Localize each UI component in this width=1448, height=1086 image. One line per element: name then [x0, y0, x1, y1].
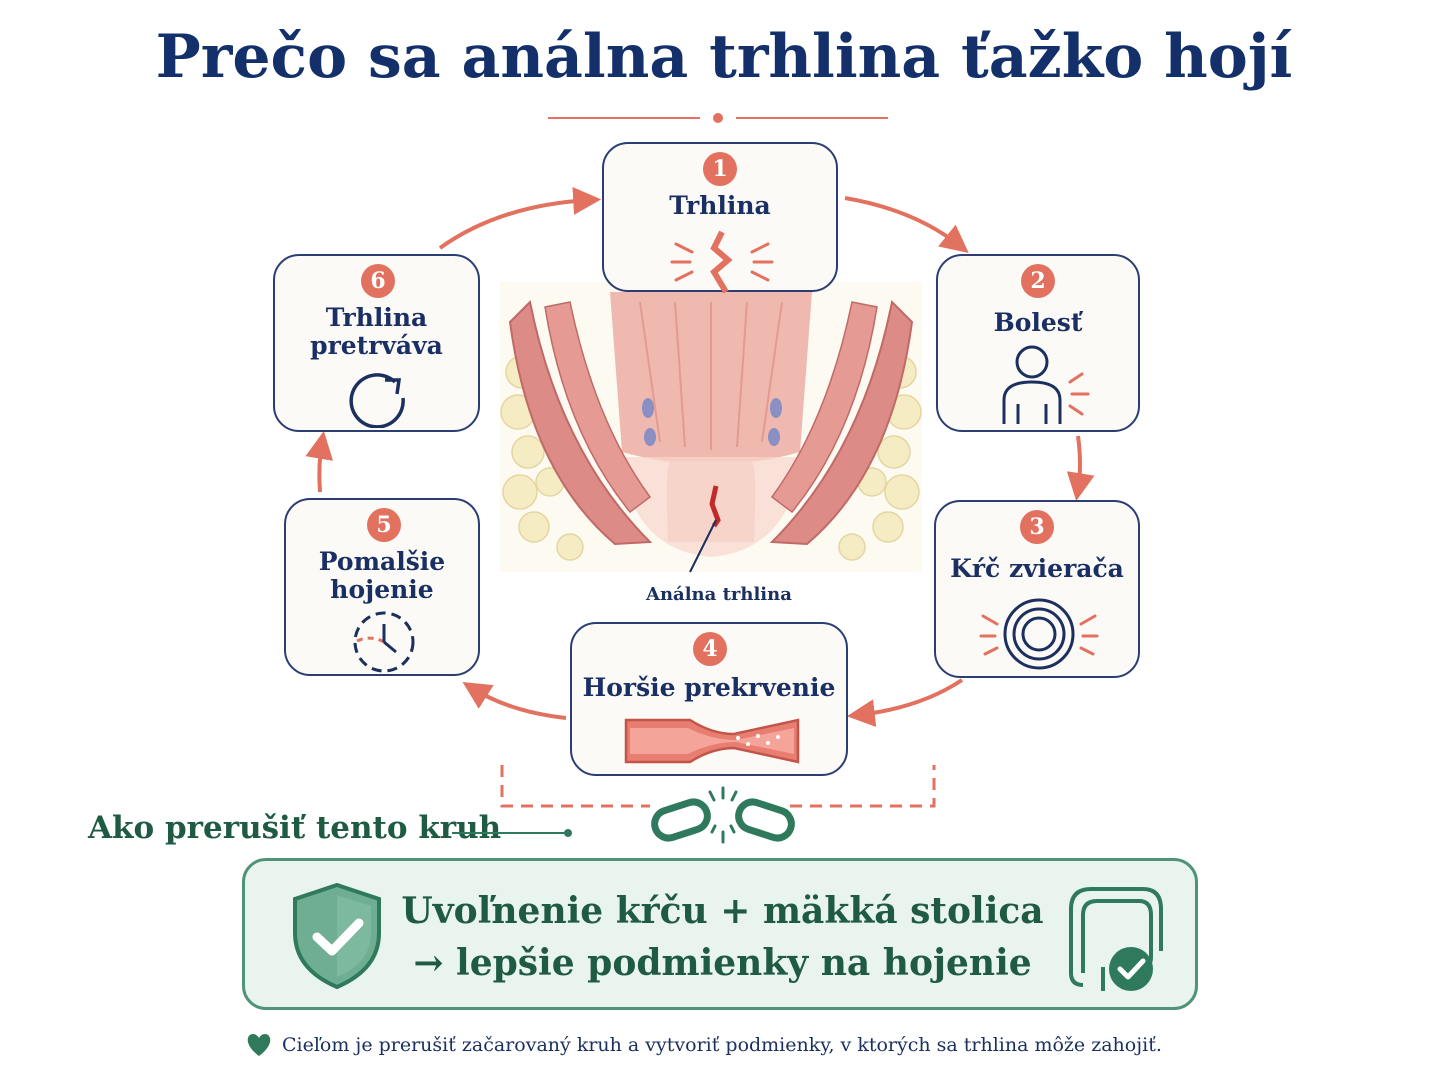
- step-number-3: 3: [1020, 510, 1054, 544]
- shield-check-icon: [293, 882, 381, 990]
- arrow-2-to-3: [1066, 435, 1095, 502]
- sphincter-rings-icon: [979, 598, 1099, 670]
- break-cycle-label: Ako prerušiť tento kruh: [88, 810, 502, 846]
- arrow-3-to-4: [846, 678, 964, 728]
- step-card-3: 3 Kŕč zvierača: [934, 500, 1140, 678]
- step-label-1: Trhlina: [669, 191, 771, 220]
- step-label-5: Pomalšie hojenie: [318, 547, 446, 604]
- arrow-5-to-6: [305, 430, 334, 493]
- heart-icon: [247, 1034, 271, 1056]
- step-number-4: 4: [693, 632, 727, 666]
- step-card-6: 6 Trhlina pretrváva: [273, 254, 480, 432]
- solution-text: Uvoľnenie kŕču + mäkká stolica → lepšie …: [395, 885, 1050, 989]
- step-number-5: 5: [367, 508, 401, 542]
- solution-line-2: → lepšie podmienky na hojenie: [413, 942, 1032, 984]
- step-card-1: 1 Trhlina: [602, 142, 838, 294]
- anatomy-illustration: [500, 282, 922, 573]
- broken-chain-icon: [651, 786, 795, 844]
- step-number-6: 6: [361, 264, 395, 298]
- step-label-3: Kŕč zvierača: [950, 554, 1124, 583]
- step-card-5: 5 Pomalšie hojenie: [284, 498, 480, 676]
- step-card-2: 2 Bolesť: [936, 254, 1140, 432]
- title-divider: [548, 113, 888, 123]
- arrow-1-to-2: [844, 196, 969, 253]
- tear-icon: [670, 230, 774, 294]
- step-label-2: Bolesť: [993, 308, 1083, 337]
- step-label-4: Horšie prekrvenie: [582, 673, 836, 702]
- intestine-check-icon: [1069, 887, 1163, 991]
- step-label-6: Trhlina pretrváva: [310, 303, 443, 360]
- step-number-1: 1: [703, 152, 737, 186]
- page-title: Prečo sa análna trhlina ťažko hojí: [155, 22, 1293, 92]
- person-pain-icon: [1002, 345, 1090, 424]
- cycle-icon: [349, 373, 405, 428]
- clock-icon: [353, 611, 415, 673]
- solution-box: Uvoľnenie kŕču + mäkká stolica → lepšie …: [242, 858, 1198, 1010]
- break-dashed-line: [500, 765, 936, 808]
- break-label-connector: [452, 829, 572, 837]
- fissure-label: Análna trhlina: [646, 584, 792, 605]
- step-card-4: 4 Horšie prekrvenie: [570, 622, 848, 776]
- arrow-6-to-1: [438, 186, 602, 250]
- narrowed-vessel-icon: [624, 718, 800, 764]
- arrow-4-to-5: [462, 682, 567, 720]
- solution-line-1: Uvoľnenie kŕču + mäkká stolica: [401, 890, 1044, 932]
- step-number-2: 2: [1021, 264, 1055, 298]
- footer-note: Cieľom je prerušiť začarovaný kruh a vyt…: [282, 1034, 1162, 1056]
